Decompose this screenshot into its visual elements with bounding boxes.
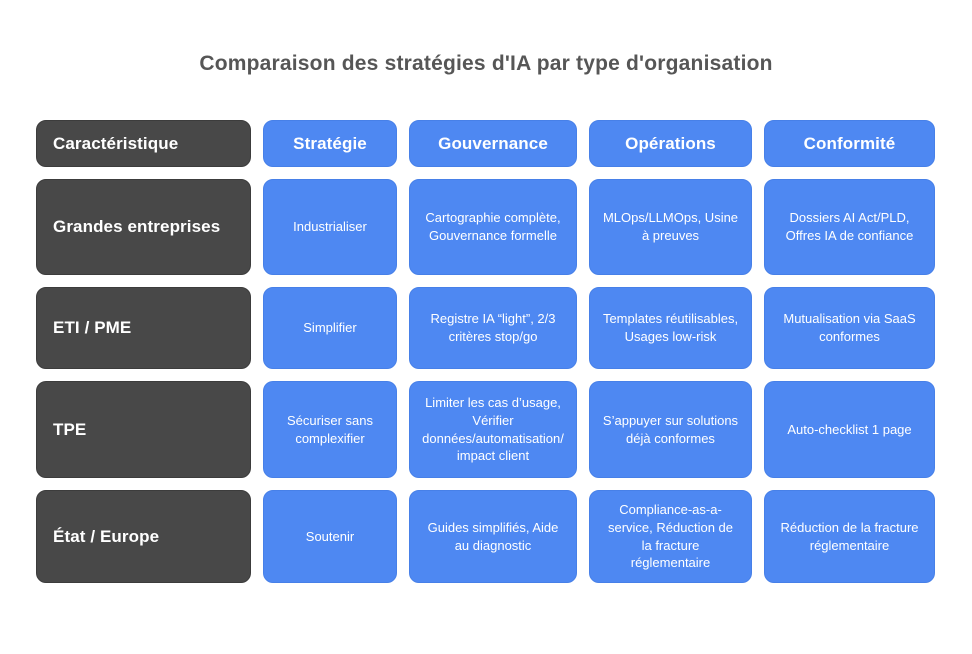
cell-tpe-gouvernance: Limiter les cas d’usage, Vérifier donnée… <box>409 381 577 478</box>
cell-tpe-conformite: Auto-checklist 1 page <box>764 381 935 478</box>
cell-etat-europe-strategie: Soutenir <box>263 490 397 583</box>
cell-eti-pme-operations: Templates réutilisables, Usages low-risk <box>589 287 752 369</box>
row-label-etat-europe: État / Europe <box>36 490 251 583</box>
header-strategie: Stratégie <box>263 120 397 167</box>
cell-eti-pme-strategie: Simplifier <box>263 287 397 369</box>
header-caracteristique: Caractéristique <box>36 120 251 167</box>
cell-tpe-strategie: Sécuriser sans complexifier <box>263 381 397 478</box>
row-label-eti-pme: ETI / PME <box>36 287 251 369</box>
header-operations: Opérations <box>589 120 752 167</box>
header-conformite: Conformité <box>764 120 935 167</box>
cell-tpe-operations: S’appuyer sur solutions déjà conformes <box>589 381 752 478</box>
page-title: Comparaison des stratégies d'IA par type… <box>199 52 773 75</box>
row-label-tpe: TPE <box>36 381 251 478</box>
cell-etat-europe-operations: Compliance-as-a-service, Réduction de la… <box>589 490 752 583</box>
cell-grandes-entreprises-strategie: Industrialiser <box>263 179 397 275</box>
comparison-table: Caractéristique Stratégie Gouvernance Op… <box>36 120 935 583</box>
cell-eti-pme-gouvernance: Registre IA “light”, 2/3 critères stop/g… <box>409 287 577 369</box>
cell-etat-europe-conformite: Réduction de la fracture réglementaire <box>764 490 935 583</box>
row-label-grandes-entreprises: Grandes entreprises <box>36 179 251 275</box>
cell-grandes-entreprises-operations: MLOps/LLMOps, Usine à preuves <box>589 179 752 275</box>
cell-grandes-entreprises-conformite: Dossiers AI Act/PLD, Offres IA de confia… <box>764 179 935 275</box>
header-gouvernance: Gouvernance <box>409 120 577 167</box>
cell-eti-pme-conformite: Mutualisation via SaaS conformes <box>764 287 935 369</box>
cell-etat-europe-gouvernance: Guides simplifiés, Aide au diagnostic <box>409 490 577 583</box>
cell-grandes-entreprises-gouvernance: Cartographie complète, Gouvernance forme… <box>409 179 577 275</box>
